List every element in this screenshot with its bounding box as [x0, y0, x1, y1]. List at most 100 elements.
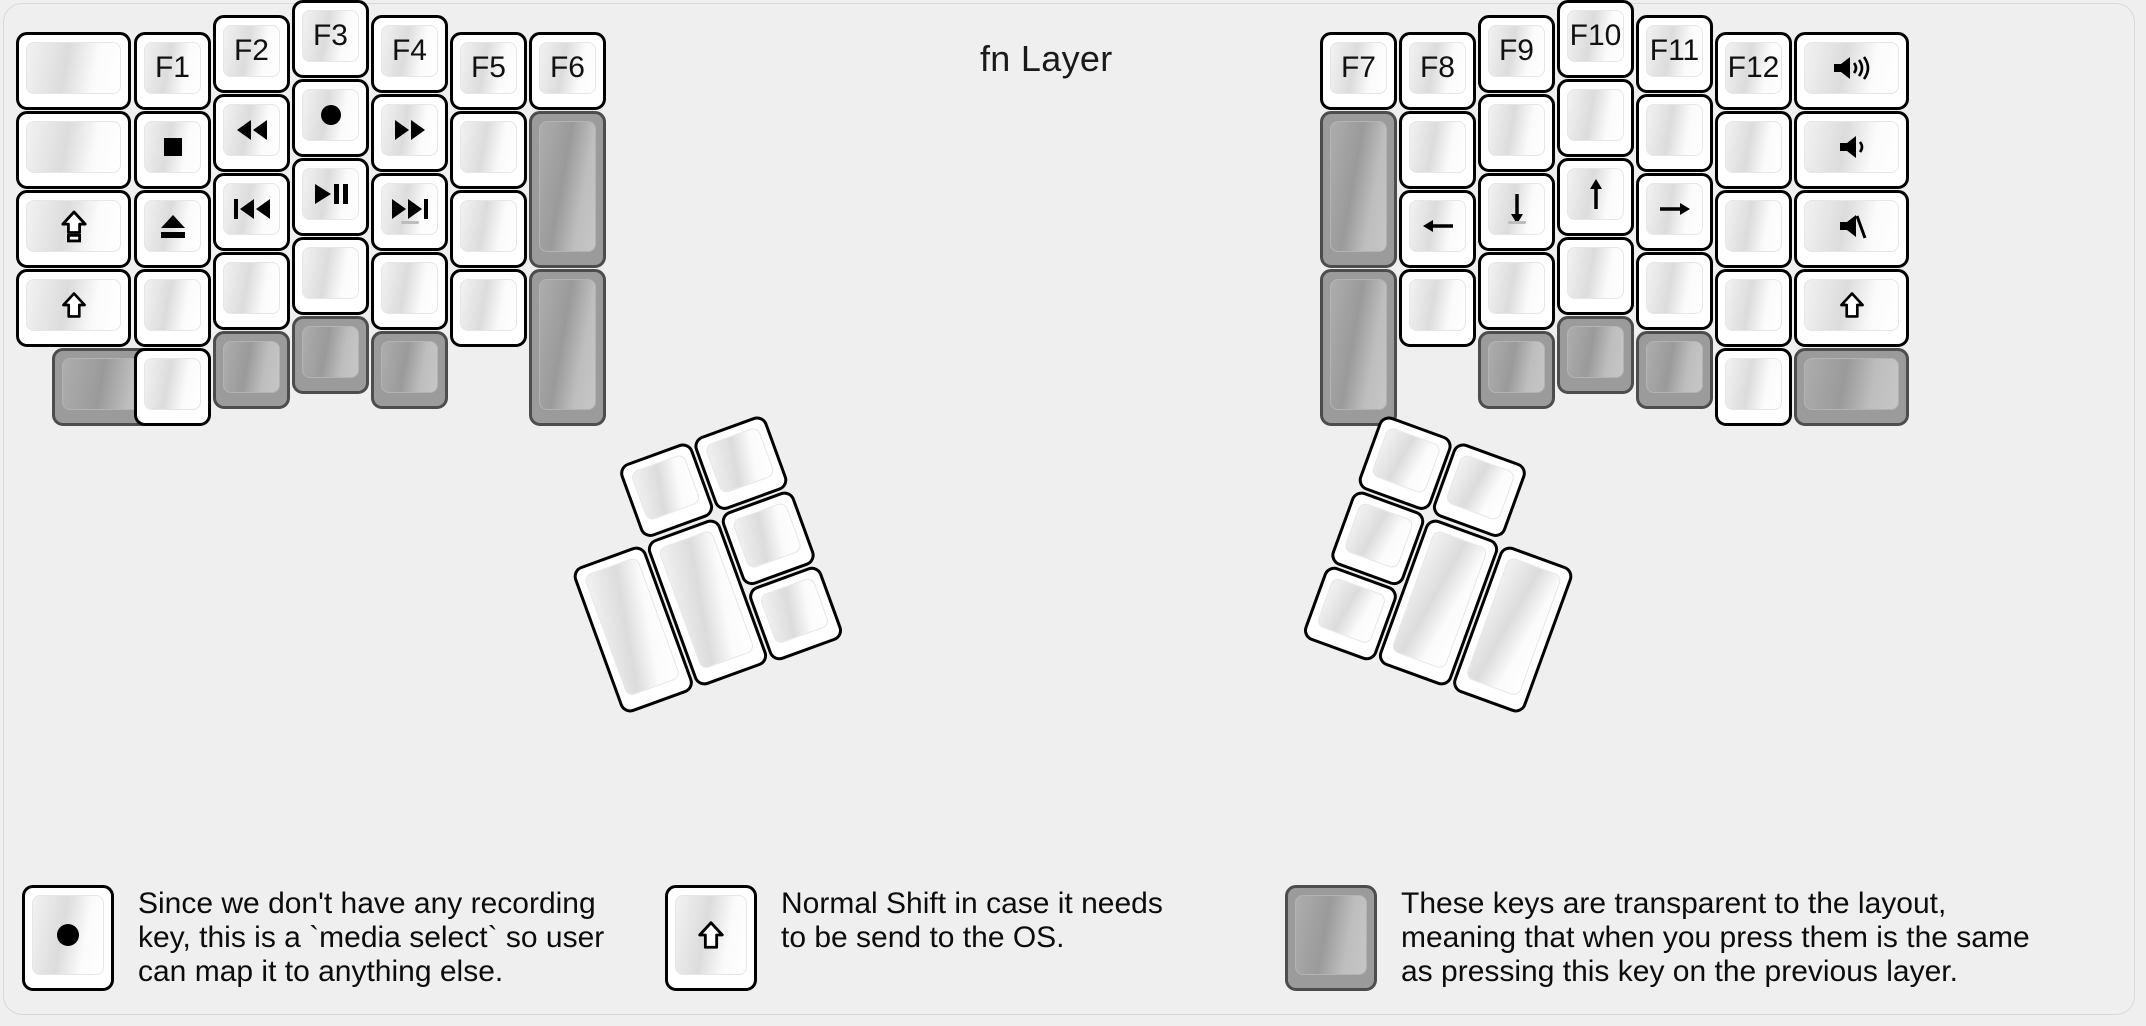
right-column-2-inner-key-3[interactable] [1399, 190, 1476, 268]
legend-text-record: Since we don't have any recording key, t… [138, 887, 605, 988]
right-column-6-pinky-key-1[interactable]: F12 [1715, 32, 1792, 110]
left-column-3-ring-key-3[interactable] [213, 173, 290, 251]
right-column-2-inner-key-4[interactable] [1399, 269, 1476, 347]
keycap-top-surface [1567, 168, 1624, 220]
left-column-5-index-key-4[interactable] [371, 252, 448, 330]
right-column-7-outer-key-2[interactable] [1794, 111, 1909, 189]
keycap-top-surface [1488, 262, 1545, 314]
legend-text-transparent: These keys are transparent to the layout… [1401, 887, 2030, 988]
right-column-5-ring-key-2[interactable] [1636, 94, 1713, 172]
keycap-top-surface [144, 121, 201, 173]
keycap-top-surface [302, 10, 359, 62]
shift-icon [696, 919, 726, 951]
legend-key-record [22, 885, 114, 991]
keycap-top-surface [223, 341, 280, 393]
left-column-5-index-key-1[interactable]: F4 [371, 15, 448, 93]
keycap-top-surface [460, 121, 517, 173]
left-column-3-ring-key-1[interactable]: F2 [213, 15, 290, 93]
right-column-3-index-key-5[interactable] [1478, 331, 1555, 409]
left-column-4-middle-key-3[interactable] [292, 158, 369, 236]
keycap-top-surface [223, 25, 280, 77]
keycap-top-surface [1646, 262, 1703, 314]
legend-key-transparent [1285, 885, 1377, 991]
keycap-top-surface [1330, 279, 1387, 410]
keycap-top-surface [1725, 121, 1782, 173]
right-column-6-pinky-key-4[interactable] [1715, 269, 1792, 347]
left-column-2-pinky-key-3[interactable] [134, 190, 211, 268]
keycap-top-surface [460, 279, 517, 331]
left-column-6-inner-key-2[interactable] [450, 111, 527, 189]
right-column-3-index-key-1[interactable]: F9 [1478, 15, 1555, 93]
keycap-top-surface [302, 89, 359, 141]
right-column-3-index-key-3[interactable] [1478, 173, 1555, 251]
keycap-top-surface [302, 168, 359, 220]
left-column-2-pinky-key-2[interactable] [134, 111, 211, 189]
keycap-top-surface [1725, 279, 1782, 331]
left-column-4-middle-key-2[interactable] [292, 79, 369, 157]
right-column-6-pinky-key-5[interactable] [1715, 348, 1792, 426]
left-column-7-innermost-key-1[interactable]: F6 [529, 32, 606, 110]
right-column-5-ring-key-3[interactable] [1636, 173, 1713, 251]
right-column-2-inner-key-2[interactable] [1399, 111, 1476, 189]
right-column-5-ring-key-5[interactable] [1636, 331, 1713, 409]
keycap-top-surface [223, 104, 280, 156]
keycap-top-surface [223, 262, 280, 314]
right-column-5-ring-key-4[interactable] [1636, 252, 1713, 330]
keycap-top-surface [1646, 104, 1703, 156]
keycap-top-surface [381, 104, 438, 156]
left-column-6-inner-key-3[interactable] [450, 190, 527, 268]
page-title: fn Layer [980, 38, 1113, 79]
record-icon [51, 918, 85, 952]
left-column-6-inner-key-4[interactable] [450, 269, 527, 347]
left-column-5-index-key-5[interactable] [371, 331, 448, 409]
left-column-1-outer-key-3[interactable] [16, 190, 131, 268]
right-column-4-middle-key-1[interactable]: F10 [1557, 0, 1634, 78]
right-column-7-outer-key-1[interactable] [1794, 32, 1909, 110]
right-column-3-index-key-2[interactable] [1478, 94, 1555, 172]
keycap-top-surface [381, 262, 438, 314]
keycap-top-surface [223, 183, 280, 235]
right-column-6-pinky-key-2[interactable] [1715, 111, 1792, 189]
right-column-4-middle-key-4[interactable] [1557, 237, 1634, 315]
right-column-4-middle-key-3[interactable] [1557, 158, 1634, 236]
left-column-5-index-key-2[interactable] [371, 94, 448, 172]
right-column-7-outer-key-3[interactable] [1794, 190, 1909, 268]
left-column-1-outer-key-4[interactable] [16, 269, 131, 347]
left-column-5-index-key-3[interactable] [371, 173, 448, 251]
left-column-1-outer-key-2[interactable] [16, 111, 131, 189]
keycap-top-surface [1409, 121, 1466, 173]
keycap-top-surface [144, 200, 201, 252]
right-column-6-pinky-key-3[interactable] [1715, 190, 1792, 268]
left-column-7-innermost-key-3[interactable] [529, 269, 606, 426]
left-column-4-middle-key-1[interactable]: F3 [292, 0, 369, 78]
keycap-top-surface [1646, 183, 1703, 235]
right-column-1-innermost-key-2[interactable] [1320, 111, 1397, 268]
left-column-3-ring-key-2[interactable] [213, 94, 290, 172]
keycap-top-surface [1804, 42, 1899, 94]
right-column-1-innermost-key-3[interactable] [1320, 269, 1397, 426]
left-column-2-pinky-key-1[interactable]: F1 [134, 32, 211, 110]
left-column-7-innermost-key-2[interactable] [529, 111, 606, 268]
left-column-2-pinky-key-5[interactable] [134, 348, 211, 426]
right-column-2-inner-key-1[interactable]: F8 [1399, 32, 1476, 110]
keycap-top-surface [539, 42, 596, 94]
keycap-top-surface [302, 326, 359, 378]
keycap-top-surface [1343, 501, 1415, 570]
left-column-6-inner-key-1[interactable]: F5 [450, 32, 527, 110]
keycap-top-surface [629, 453, 702, 522]
right-column-5-ring-key-1[interactable]: F11 [1636, 15, 1713, 93]
left-column-4-middle-key-4[interactable] [292, 237, 369, 315]
keycap-top-surface [26, 121, 121, 173]
right-column-7-outer-key-4[interactable] [1794, 269, 1909, 347]
left-column-3-ring-key-4[interactable] [213, 252, 290, 330]
keycap-top-surface [731, 501, 803, 570]
right-column-4-middle-key-5[interactable] [1557, 316, 1634, 394]
left-column-4-middle-key-5[interactable] [292, 316, 369, 394]
right-column-3-index-key-4[interactable] [1478, 252, 1555, 330]
left-column-2-pinky-key-4[interactable] [134, 269, 211, 347]
left-column-1-outer-key-1[interactable] [16, 32, 131, 110]
left-column-3-ring-key-5[interactable] [213, 331, 290, 409]
right-column-1-innermost-key-1[interactable]: F7 [1320, 32, 1397, 110]
right-column-7-outer-key-5[interactable] [1794, 348, 1909, 426]
right-column-4-middle-key-2[interactable] [1557, 79, 1634, 157]
